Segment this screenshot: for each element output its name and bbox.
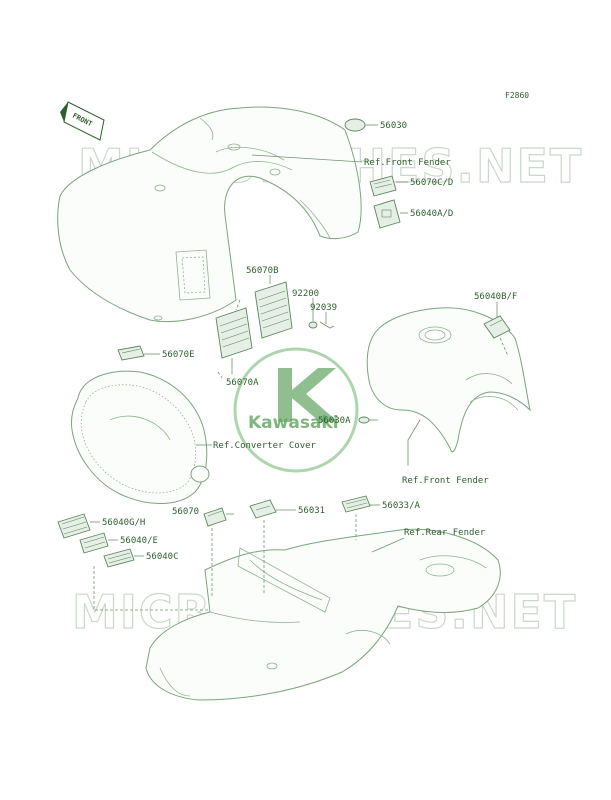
label-56033a: 56033/A [382, 501, 421, 511]
dashed-guides [93, 299, 509, 611]
decal-56070 [203, 507, 227, 527]
decal-56040c [103, 548, 135, 568]
logo-text: Kawasaki [248, 413, 339, 433]
front-fender-right [366, 307, 531, 453]
decal-56040e [79, 532, 109, 554]
label-56070e: 56070E [162, 350, 195, 360]
front-arrow-icon: FRONT [60, 101, 105, 141]
decal-56070e [117, 345, 145, 361]
part-labels: 56030 Ref.Front Fender 56070C/D 56040A/D… [102, 121, 517, 562]
decal-56040bf [483, 315, 511, 339]
label-ref-front-fender-top: Ref.Front Fender [364, 158, 451, 168]
decal-56040gh [57, 513, 91, 539]
decal-56030 [344, 118, 366, 132]
label-ref-front-fender-right: Ref.Front Fender [402, 476, 489, 486]
label-56030: 56030 [380, 121, 407, 131]
label-56070b: 56070B [246, 266, 279, 276]
label-56040ad: 56040A/D [410, 209, 453, 219]
label-56070cd: 56070C/D [410, 178, 453, 188]
washer-92200 [308, 321, 318, 329]
label-ref-converter-cover: Ref.Converter Cover [213, 441, 317, 451]
label-56040c: 56040C [146, 552, 179, 562]
label-56070a: 56070A [226, 378, 259, 388]
decal-56033a [341, 495, 371, 513]
decal-56070a [215, 307, 253, 359]
decal-56040ad [373, 199, 401, 229]
kawasaki-logo: Kawasaki [233, 347, 359, 473]
leader-lines [90, 124, 498, 557]
figure-id: F2860 [505, 91, 529, 100]
decal-56070cd [369, 175, 397, 197]
label-92200: 92200 [292, 289, 319, 299]
label-92039: 92039 [310, 303, 337, 313]
rear-fender [145, 528, 501, 701]
decal-56070b [254, 281, 293, 339]
label-56040e: 56040/E [120, 536, 158, 546]
label-56040bf: 56040B/F [474, 292, 517, 302]
label-56070: 56070 [172, 507, 199, 517]
label-56031: 56031 [298, 506, 325, 516]
label-56030a: 56030A [318, 416, 351, 426]
clip-92039 [319, 321, 335, 329]
label-ref-rear-fender: Ref.Rear Fender [404, 528, 486, 538]
label-56040gh: 56040G/H [102, 518, 145, 528]
decal-56030a [358, 416, 370, 424]
front-fender-top [57, 106, 362, 323]
converter-cover [71, 370, 210, 504]
decal-56031 [249, 499, 277, 519]
